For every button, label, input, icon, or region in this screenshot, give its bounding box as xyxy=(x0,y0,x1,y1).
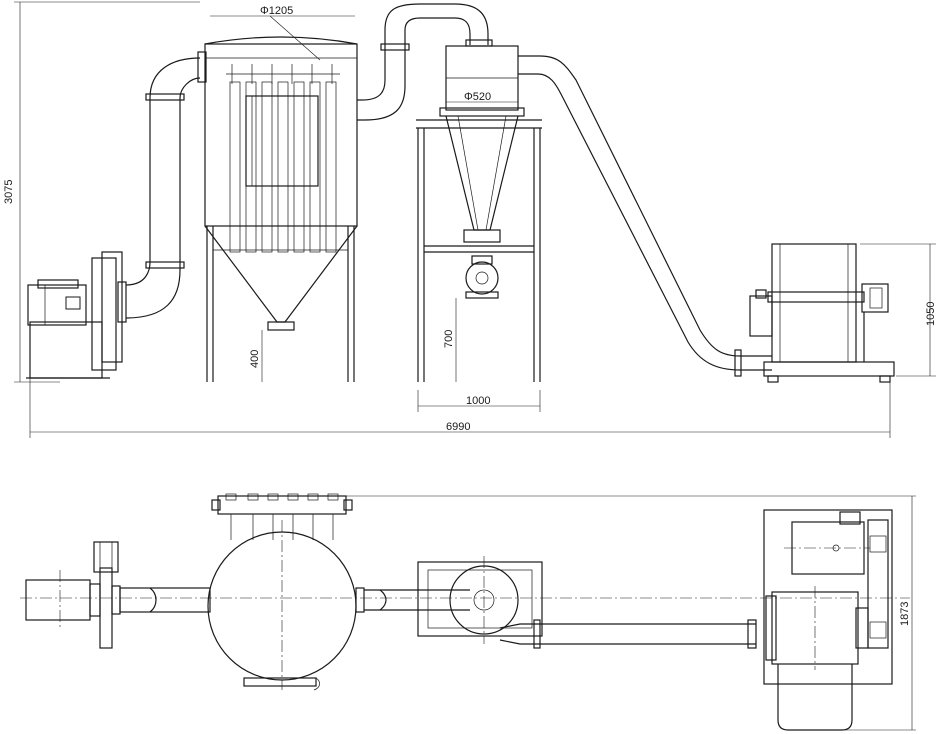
plan-width-label: 1873 xyxy=(899,602,911,626)
duct-cyclone-mill-plan xyxy=(499,619,757,649)
total-height-label: 3075 xyxy=(3,180,15,204)
pulse-valves-plan xyxy=(225,493,339,540)
cyclone-outlet-height-label: 700 xyxy=(443,330,455,348)
bag-filter-plan xyxy=(207,493,365,691)
plan-dimensions: 1873 xyxy=(220,495,916,731)
elevation-view: 3075 Φ1205 Φ520 400 700 1000 6990 1050 xyxy=(3,1,937,438)
cyclone-frame-width-label: 1000 xyxy=(466,395,490,407)
fan-motor-elevation xyxy=(26,51,207,379)
mill-height-label: 1050 xyxy=(925,302,937,326)
cyclone-elevation xyxy=(416,45,772,382)
filter-diameter-label: Φ1205 xyxy=(260,5,293,17)
filter-outlet-height-label: 400 xyxy=(249,350,261,368)
cyclone-plan xyxy=(417,556,543,644)
cyclone-diameter-label: Φ520 xyxy=(464,91,491,103)
elevation-dimensions: 3075 Φ1205 Φ520 400 700 1000 6990 1050 xyxy=(3,1,937,438)
pulse-valves xyxy=(226,64,340,84)
total-length-label: 6990 xyxy=(446,421,470,433)
bag-filter-elevation xyxy=(204,3,493,382)
fan-motor-plan xyxy=(25,541,211,649)
plan-view: 1873 xyxy=(20,493,916,731)
mill-elevation xyxy=(749,243,895,383)
duct-filter-cyclone-plan xyxy=(364,589,470,611)
mill-plan xyxy=(763,509,893,731)
